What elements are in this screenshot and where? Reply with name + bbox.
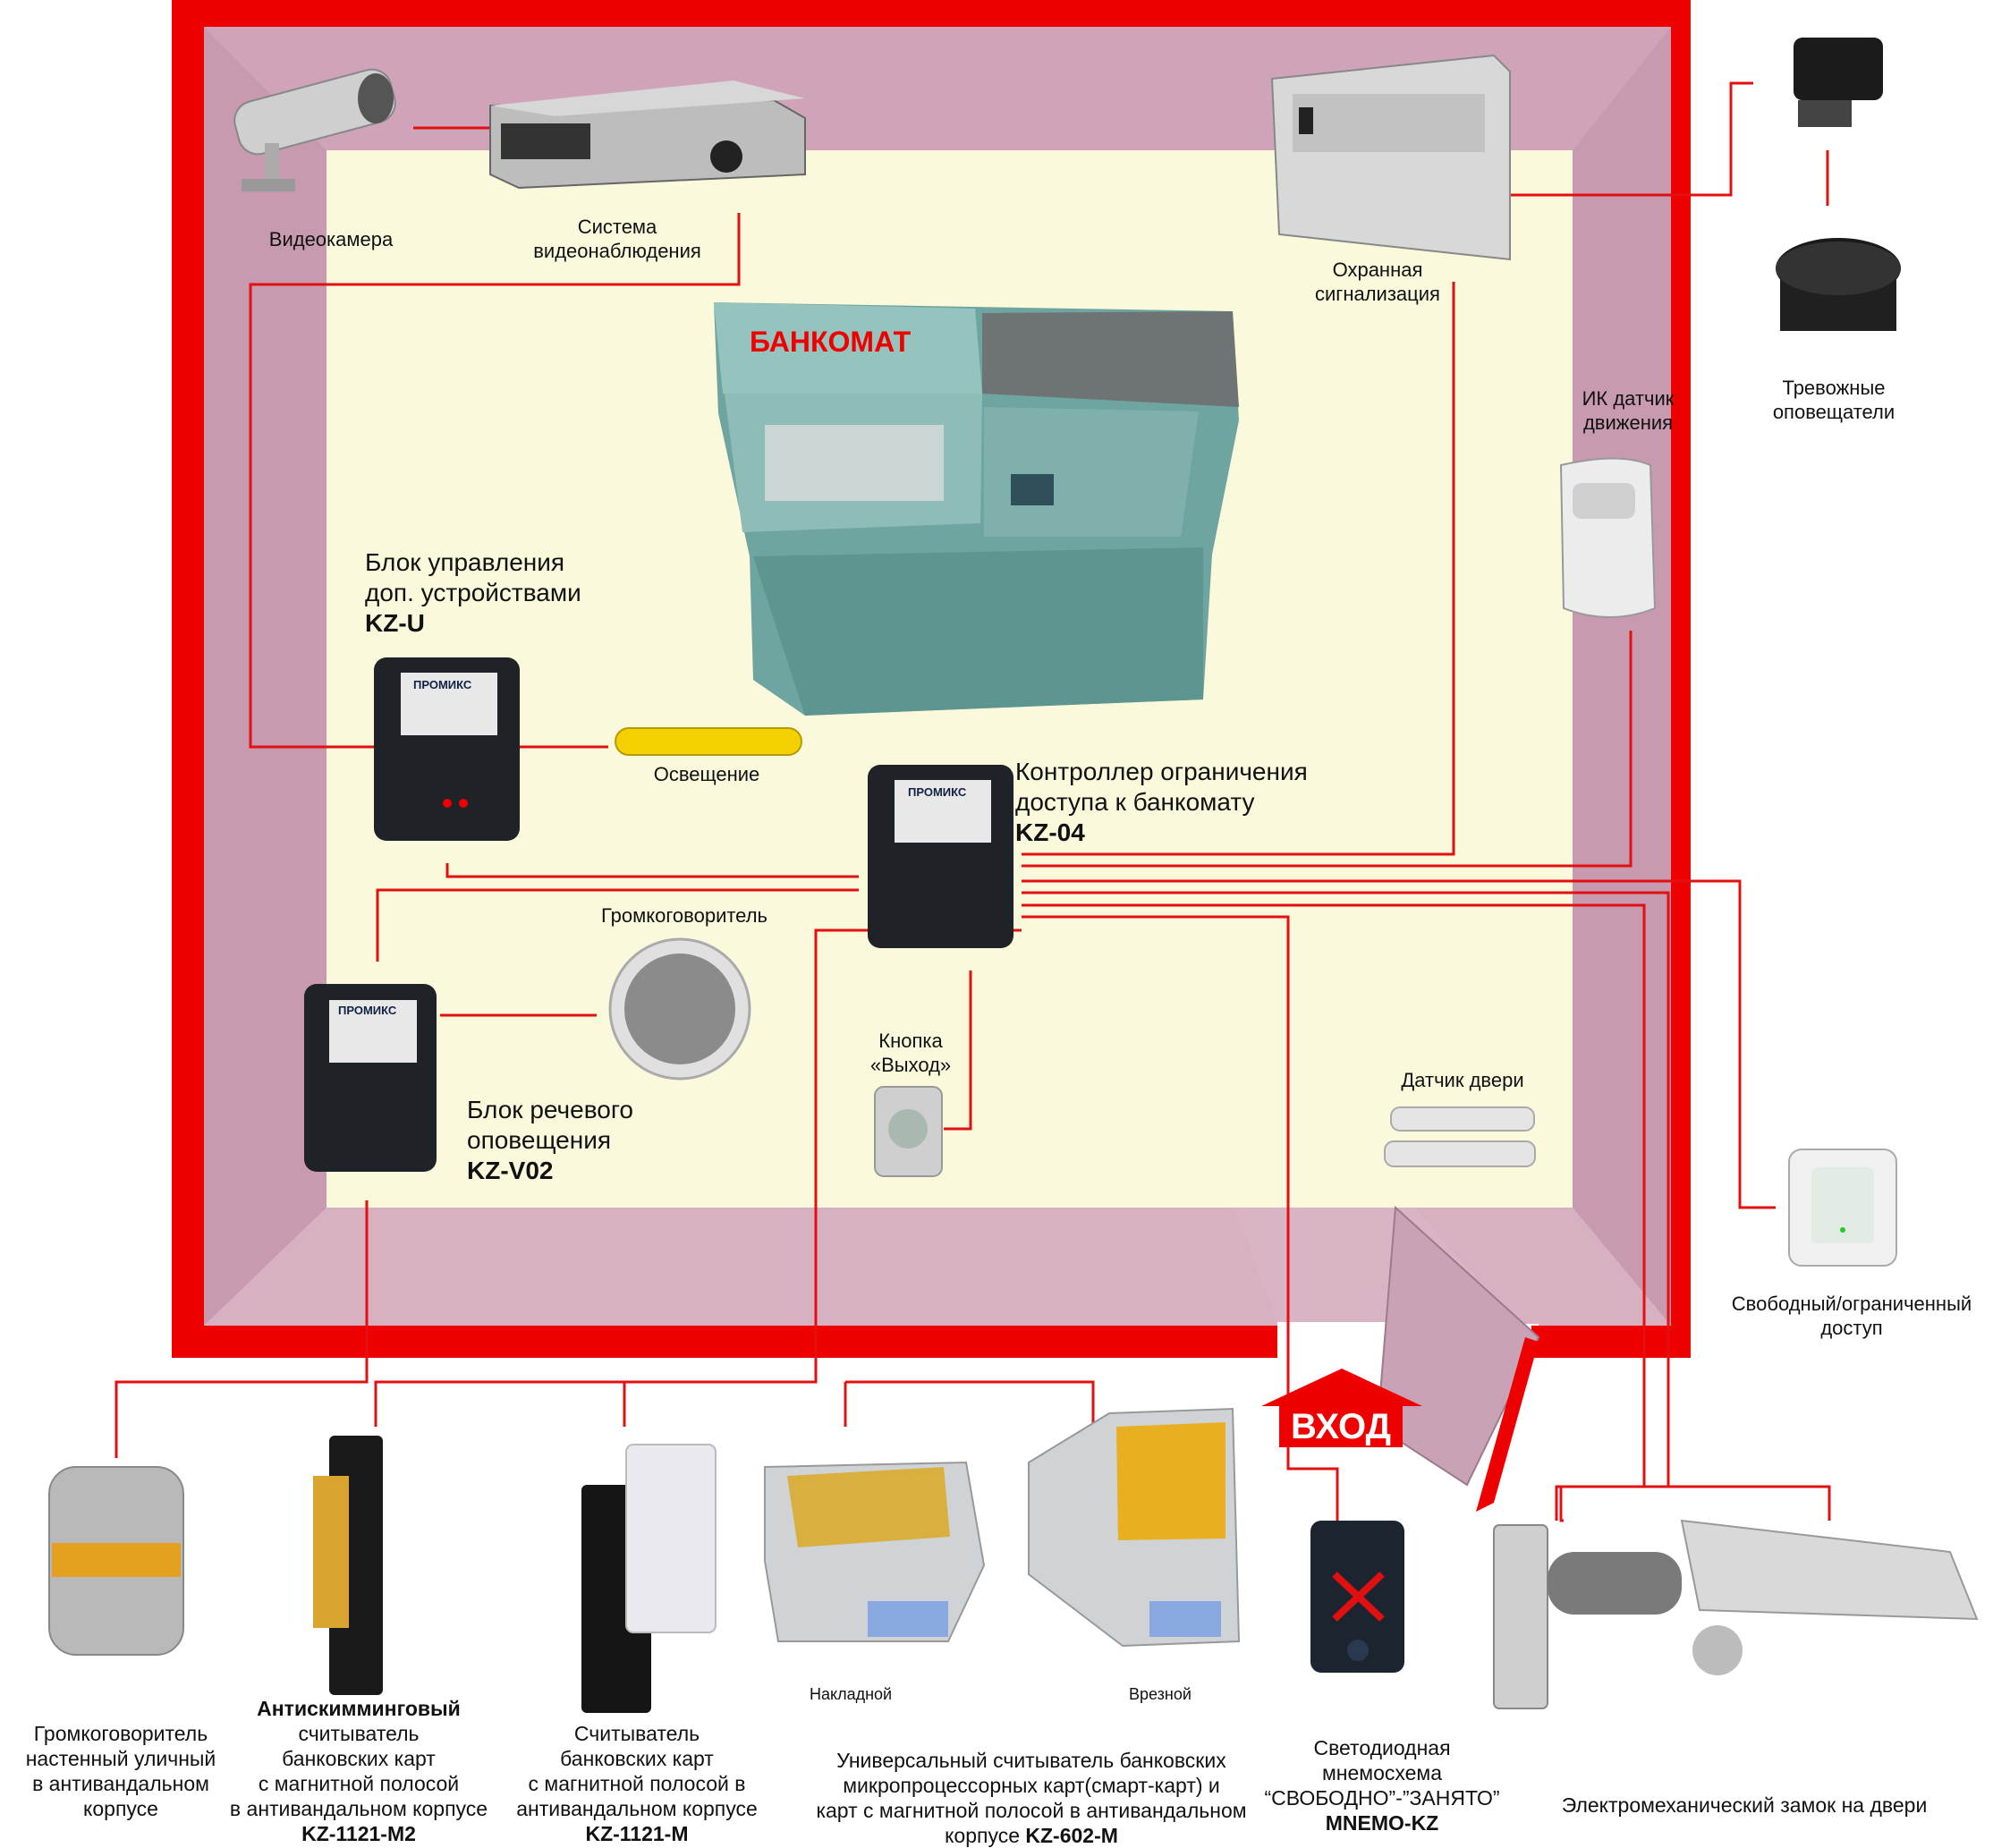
kz-u-label: Блок управления доп. устройствами KZ-U xyxy=(365,548,581,637)
atm-icon xyxy=(714,302,1239,716)
lighting-label: Освещение xyxy=(653,763,760,785)
dvr-icon xyxy=(489,81,806,190)
entrance-arrow xyxy=(1261,1369,1422,1447)
mortise-reader-label: Врезной xyxy=(1129,1685,1192,1703)
atm-sign: БАНКОМАТ xyxy=(750,326,912,358)
outdoor-speaker-icon xyxy=(48,1466,184,1656)
kz-v02-unit-icon xyxy=(304,984,437,1172)
access-switch-icon xyxy=(1788,1149,1897,1267)
antiskimming-reader-icon xyxy=(313,1436,383,1695)
door-lock-icon xyxy=(1493,1519,1979,1709)
door-sensor-label: Датчик двери xyxy=(1401,1069,1524,1091)
ir-sensor-icon xyxy=(1559,457,1657,618)
mnemo-display-icon xyxy=(1310,1521,1404,1673)
universal-reader-label: Универсальный считыватель банковских мик… xyxy=(816,1749,1247,1847)
speaker-label: Громкоговоритель xyxy=(601,904,768,927)
open-door xyxy=(1376,1205,1540,1487)
door-sensor-icon xyxy=(1384,1106,1536,1167)
exit-button-label: Кнопка«Выход» xyxy=(869,1030,952,1076)
kz-v02-label: Блок речевого оповещения KZ-V02 xyxy=(467,1096,633,1184)
door-lock-label: Электромеханический замок на двери xyxy=(1561,1793,1928,1817)
videocamera-icon xyxy=(233,68,396,191)
reader-label: Считыватель банковских карт с магнитной … xyxy=(516,1722,758,1845)
mortise-reader-icon xyxy=(1028,1407,1241,1648)
antiskimming-label: Антискимминговый считыватель банковских … xyxy=(229,1697,488,1845)
strobe-icon xyxy=(1776,238,1901,331)
overlay-reader-label: Накладной xyxy=(810,1685,893,1703)
ceiling-speaker-icon xyxy=(608,937,751,1081)
outdoor-speaker-label: Громкоговоритель настенный уличный в ант… xyxy=(25,1722,216,1820)
mnemo-label: Светодиодная мнемосхема “СВОБОДНО”-”ЗАНЯ… xyxy=(1264,1736,1500,1835)
kz-04-brand: ПРОМИКС xyxy=(908,785,967,799)
entrance-sign: ВХОД xyxy=(1290,1407,1392,1446)
kz-v02-brand: ПРОМИКС xyxy=(338,1004,397,1017)
lighting-icon xyxy=(615,727,802,756)
kz-04-unit-icon xyxy=(868,765,1013,948)
kz-u-unit-icon xyxy=(374,657,520,841)
wiring xyxy=(114,81,1831,1522)
exit-button-icon xyxy=(874,1086,943,1177)
kz-u-brand: ПРОМИКС xyxy=(413,678,472,691)
card-reader-icon xyxy=(581,1444,717,1713)
siren-icon xyxy=(1794,38,1883,127)
kz-04-label: Контроллер ограничения доступа к банкома… xyxy=(1015,758,1308,846)
videocamera-label: Видеокамера xyxy=(268,228,394,250)
overlay-reader-icon xyxy=(764,1461,986,1642)
alarm-panel-icon xyxy=(1270,54,1511,261)
